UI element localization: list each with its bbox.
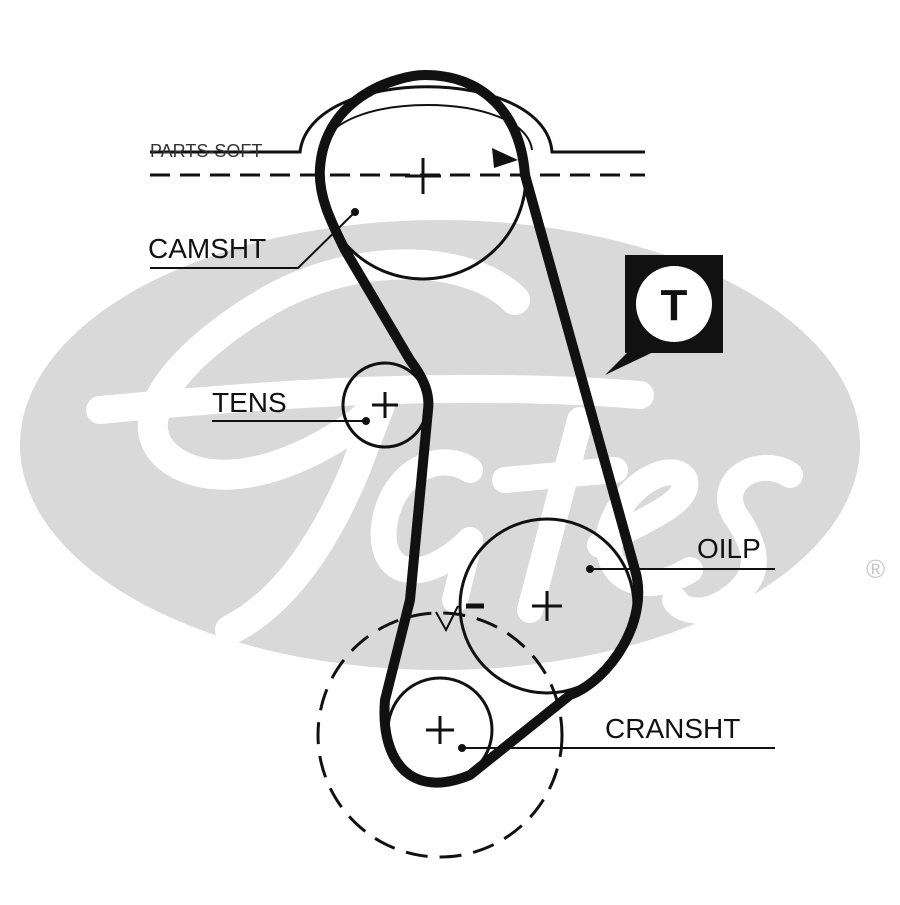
timing-belt [314, 70, 644, 788]
camshaft-pulley [318, 71, 528, 281]
crankshaft-label: CRANSHT [605, 713, 740, 744]
crankshaft-damper-outline [316, 611, 564, 859]
cover-top-line [150, 85, 645, 154]
center-marks [372, 158, 562, 744]
t-badge-letter: T [661, 281, 688, 330]
center-cross-icon [532, 591, 562, 621]
crankshaft-pulley [386, 676, 494, 784]
tensioner-pulley [341, 361, 429, 449]
oil-pump-pulley [458, 517, 636, 695]
center-cross-icon [405, 158, 441, 194]
t-badge-icon: T [605, 255, 723, 375]
logo-letter-a [370, 449, 483, 613]
brand-logo: ® [20, 220, 885, 670]
direction-arrow-icon [492, 148, 518, 168]
pulleys [316, 71, 636, 859]
logo-letter-t [492, 407, 628, 623]
leader-lines [150, 211, 775, 749]
tensioner-label: TENS [212, 387, 287, 418]
watermark-text: PARTS-SOFT [150, 141, 262, 161]
logo-swoosh [86, 374, 654, 424]
engine-cover-outline [150, 85, 645, 177]
t-badge-circle [636, 266, 712, 342]
camshaft-leader [150, 211, 356, 269]
center-cross-icon [426, 716, 454, 744]
logo-letter-g [137, 249, 530, 645]
registered-mark-icon: ® [866, 554, 885, 584]
center-cross-icon [372, 392, 398, 418]
oil-pump-label: OILP [697, 533, 761, 564]
leader-dots [351, 208, 594, 752]
camshaft-label: CAMSHT [148, 233, 266, 264]
logo-letter-s [662, 454, 803, 624]
deflection-mark [435, 603, 484, 633]
